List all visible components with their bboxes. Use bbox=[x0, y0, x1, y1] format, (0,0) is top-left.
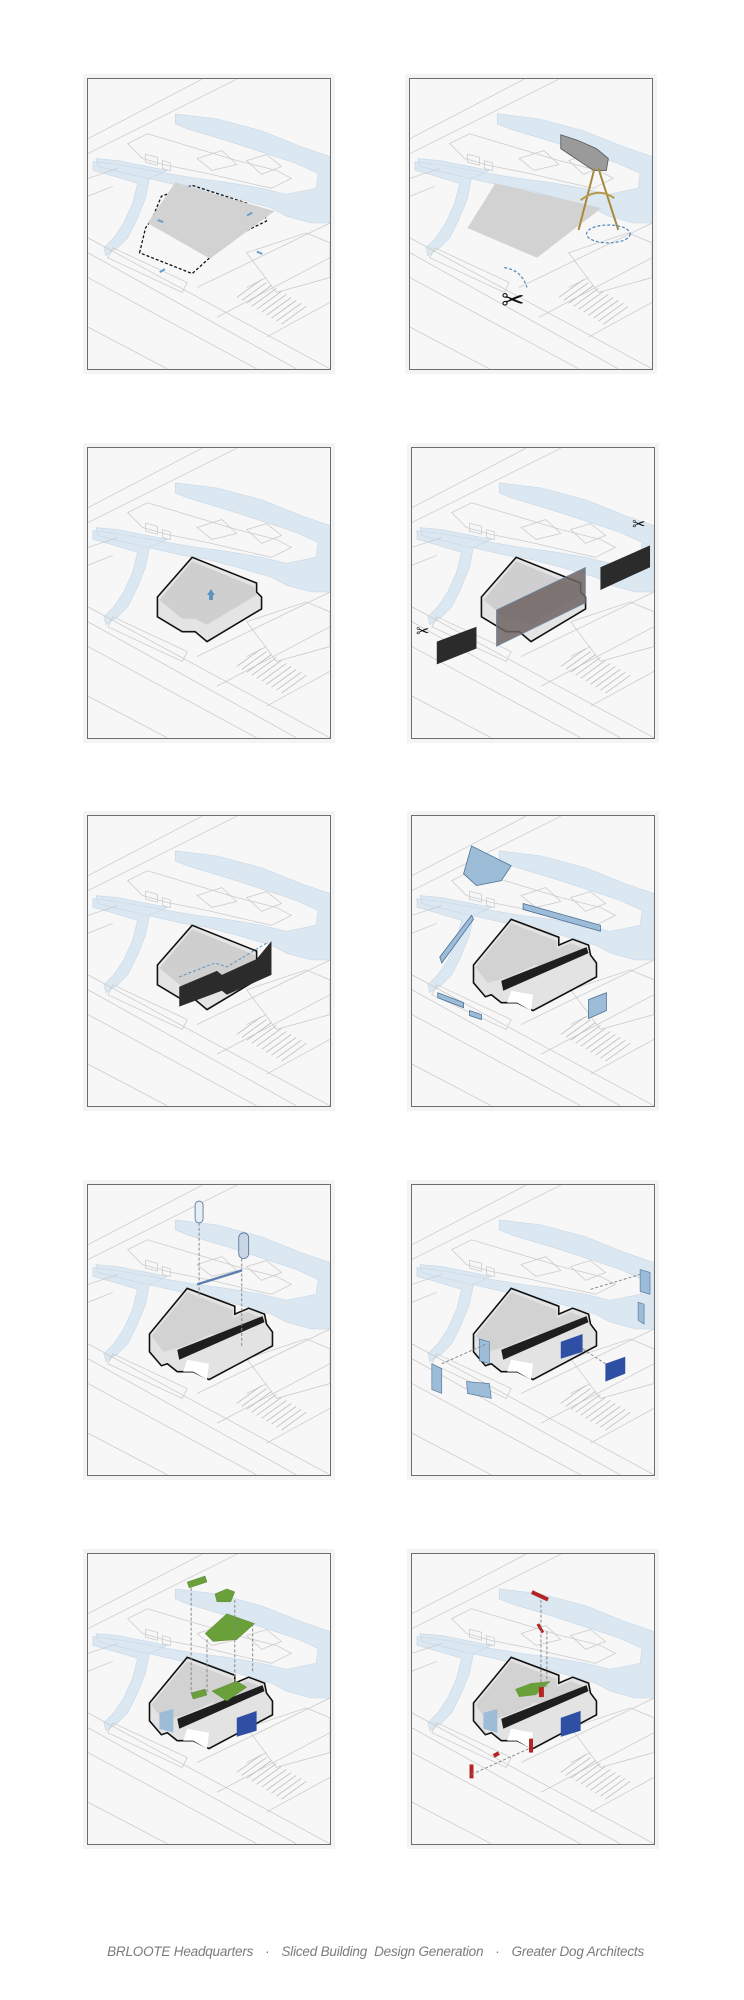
cutting-plane-left bbox=[436, 626, 477, 665]
shift-slice-diagram bbox=[88, 816, 330, 1106]
cut-arc-icon bbox=[504, 267, 528, 288]
panel-step-3-extrude-volume bbox=[87, 447, 331, 739]
carve-facades-diagram bbox=[412, 816, 654, 1106]
cut-arc-icon bbox=[585, 224, 631, 244]
scissors-icon: ✂ bbox=[416, 624, 429, 641]
trim-site-diagram: ✂ bbox=[410, 79, 652, 369]
panel-step-6-carve-facades bbox=[411, 815, 655, 1107]
caption-separator: · bbox=[265, 1944, 270, 1959]
scissors-icon: ✂ bbox=[501, 284, 524, 315]
core-cylinder-icons bbox=[194, 1200, 250, 1346]
panel-step-10-entrances bbox=[411, 1553, 655, 1845]
caption-credit: Greater Dog Architects bbox=[511, 1944, 645, 1959]
entrance-elements bbox=[469, 1590, 549, 1779]
compass-hand-icon bbox=[560, 134, 620, 231]
scissors-icon: ✂ bbox=[632, 517, 645, 534]
caption-title: BRLOOTE Headquarters bbox=[107, 1944, 254, 1959]
panel-step-2-trim-site: ✂ bbox=[409, 78, 653, 370]
site-boundary-diagram bbox=[88, 79, 330, 369]
figure-caption: BRLOOTE Headquarters · Sliced Building Des… bbox=[0, 1929, 744, 1959]
green-roof-elements bbox=[186, 1575, 256, 1702]
extrude-volume-diagram bbox=[88, 448, 330, 738]
panel-step-8-glazing bbox=[411, 1184, 655, 1476]
extrude-arrow-icon bbox=[207, 589, 215, 600]
panel-step-4-slice-volume: ✂ ✂ bbox=[411, 447, 655, 739]
facade-panel-elements bbox=[431, 1269, 651, 1399]
caption-subtitle: Sliced Building Design Generation bbox=[281, 1944, 484, 1959]
cutting-plane-right bbox=[600, 545, 651, 591]
glass-panel-elements bbox=[437, 845, 607, 1021]
green-roofs-diagram bbox=[88, 1554, 330, 1844]
offset-arrow-icons bbox=[157, 211, 263, 273]
caption-separator: · bbox=[495, 1944, 500, 1959]
cutting-plane bbox=[496, 566, 586, 648]
panel-step-1-site-boundary bbox=[87, 78, 331, 370]
panel-step-5-shift-slice bbox=[87, 815, 331, 1107]
slice-volume-diagram: ✂ ✂ bbox=[412, 448, 654, 738]
add-cores-diagram bbox=[88, 1185, 330, 1475]
panel-step-9-green-roofs bbox=[87, 1553, 331, 1845]
entrances-diagram bbox=[412, 1554, 654, 1844]
panel-step-7-add-cores bbox=[87, 1184, 331, 1476]
glazing-diagram bbox=[412, 1185, 654, 1475]
